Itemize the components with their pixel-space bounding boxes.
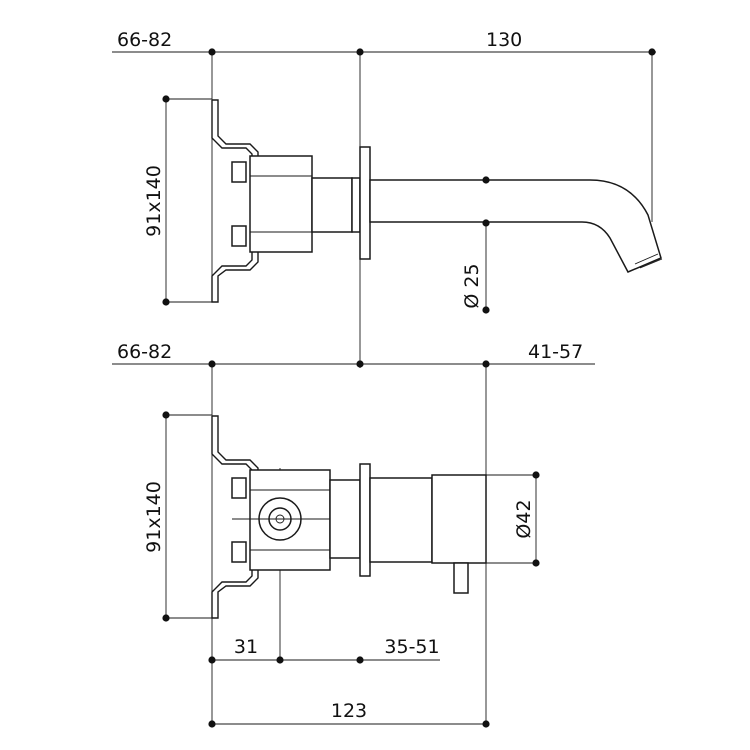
bottom-body-offset-label: 31 xyxy=(234,636,258,658)
bottom-total-depth-label: 123 xyxy=(331,700,367,722)
bottom-view-cartridge xyxy=(329,479,361,559)
top-spout-length-label: 130 xyxy=(486,29,522,51)
bottom-handle-diameter-label: Ø42 xyxy=(513,499,535,538)
top-view-dimension-dots xyxy=(162,48,656,314)
top-spout-diameter-label: Ø 25 xyxy=(461,263,483,308)
bottom-view-wall-flange xyxy=(359,463,371,577)
bottom-handle-depth-label: 41-57 xyxy=(528,341,583,363)
bottom-wall-range-label: 35-51 xyxy=(384,636,439,658)
top-plate-size-label: 91x140 xyxy=(143,165,165,237)
spout xyxy=(369,179,663,273)
top-view-valve-body xyxy=(249,155,361,253)
mixer-body xyxy=(232,469,331,571)
top-view-bolts xyxy=(231,161,247,247)
mixer-handle xyxy=(369,474,487,594)
top-view-wall-plate xyxy=(211,99,259,303)
bottom-view-wall-plate xyxy=(211,415,259,619)
top-left-depth-label: 66-82 xyxy=(117,29,172,51)
bottom-left-depth-label: 66-82 xyxy=(117,341,172,363)
bottom-view-dimension-dots xyxy=(162,360,540,728)
bottom-view-bolts xyxy=(231,477,247,563)
bottom-plate-size-label: 91x140 xyxy=(143,481,165,553)
top-view-wall-flange xyxy=(359,146,371,260)
